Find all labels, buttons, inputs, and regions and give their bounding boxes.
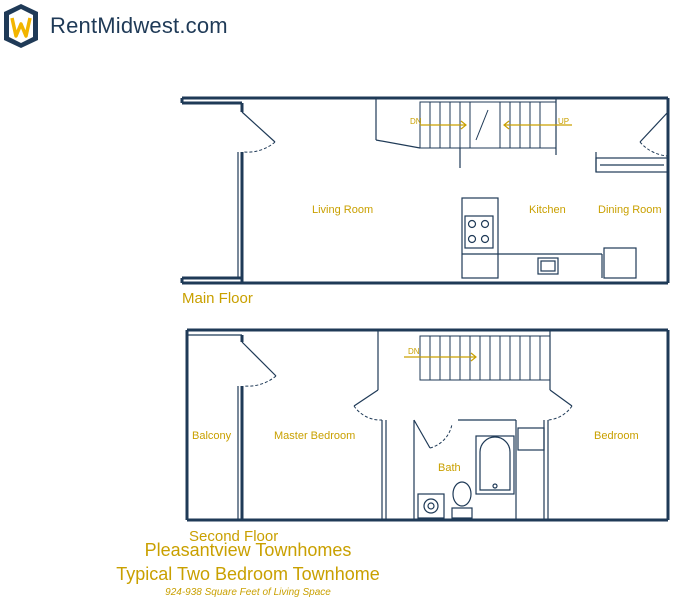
brand-name: RentMidwest.com	[50, 13, 228, 38]
main-floor-plan: DN UP Living Room Kitchen Dining Room Ma…	[180, 96, 670, 307]
rentmidwest-badge-icon	[4, 4, 38, 48]
main-stairs: DN UP	[375, 98, 572, 168]
main-floor-label: Main Floor	[182, 290, 253, 307]
room-balcony: Balcony	[192, 430, 232, 442]
kitchen-fixtures	[461, 197, 637, 279]
main-stairs-down-label: DN	[410, 117, 422, 126]
main-stairs-up-label: UP	[558, 117, 569, 126]
second-floor-plan: DN Balcony Master Bedroom	[185, 328, 670, 545]
upper-stairs: DN	[377, 330, 551, 390]
living-area: 924-938 Square Feet of Living Space	[165, 587, 331, 598]
upper-stairs-down-label: DN	[408, 347, 420, 356]
room-dining-room: Dining Room	[598, 204, 662, 216]
brand-logo[interactable]: RentMidwest.com	[0, 0, 290, 54]
room-living-room: Living Room	[312, 204, 373, 216]
room-master-bedroom: Master Bedroom	[274, 430, 355, 442]
room-kitchen: Kitchen	[529, 204, 566, 216]
unit-type: Typical Two Bedroom Townhome	[116, 564, 380, 584]
room-bath: Bath	[438, 462, 461, 474]
room-bedroom: Bedroom	[594, 430, 639, 442]
second-floor-label: Second Floor	[189, 528, 278, 545]
bath-fixtures	[413, 419, 545, 520]
property-title: Pleasantview Townhomes	[144, 540, 352, 560]
